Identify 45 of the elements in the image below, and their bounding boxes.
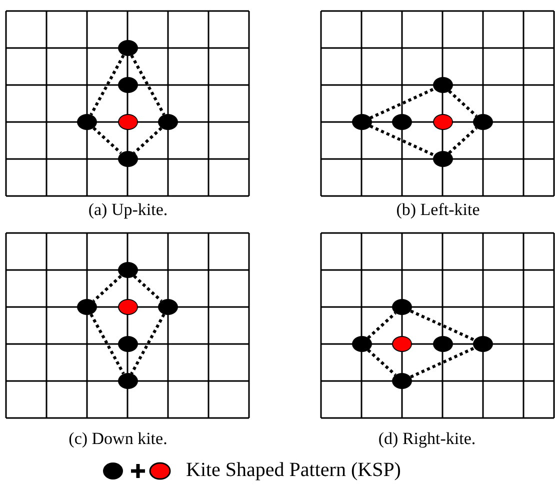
dotted-line [410, 346, 475, 378]
dotted-line [130, 54, 166, 116]
dot [473, 336, 493, 352]
dotted-line [133, 126, 162, 154]
dot [432, 77, 452, 93]
center-dot [118, 114, 138, 130]
dot [392, 299, 412, 315]
dot [118, 151, 138, 167]
caption: (a) Up-kite. [88, 200, 168, 220]
caption: (d) Right-kite. [378, 429, 476, 449]
dotted-line [92, 274, 122, 302]
legend-text: Kite Shaped Pattern (KSP) [186, 459, 401, 482]
dotted-line [410, 310, 475, 342]
dot [158, 114, 178, 130]
dotted-line [133, 274, 162, 302]
dotted-line [90, 314, 125, 374]
dotted-line [92, 126, 122, 154]
dot [432, 336, 452, 352]
dot [352, 114, 372, 130]
dot [352, 336, 372, 352]
dotted-line [367, 348, 396, 376]
dotted-line [370, 124, 434, 156]
dot [432, 151, 452, 167]
dot [118, 373, 138, 389]
dotted-line [448, 90, 478, 118]
dot [158, 299, 178, 315]
dot [118, 262, 138, 278]
dot [118, 40, 138, 56]
center-dot [432, 114, 452, 130]
dot [392, 114, 412, 130]
dotted-line [367, 312, 396, 340]
dotted-line [370, 88, 434, 120]
dotted-line [448, 126, 478, 154]
caption: (b) Left-kite [396, 200, 480, 220]
dot [473, 114, 493, 130]
center-dot [118, 299, 138, 315]
dot [118, 77, 138, 93]
center-dot [392, 336, 412, 352]
dot [77, 299, 97, 315]
dot [77, 114, 97, 130]
dotted-line [130, 314, 166, 374]
caption: (c) Down kite. [68, 429, 168, 449]
dotted-line [90, 54, 125, 116]
dot [392, 373, 412, 389]
dot [118, 336, 138, 352]
